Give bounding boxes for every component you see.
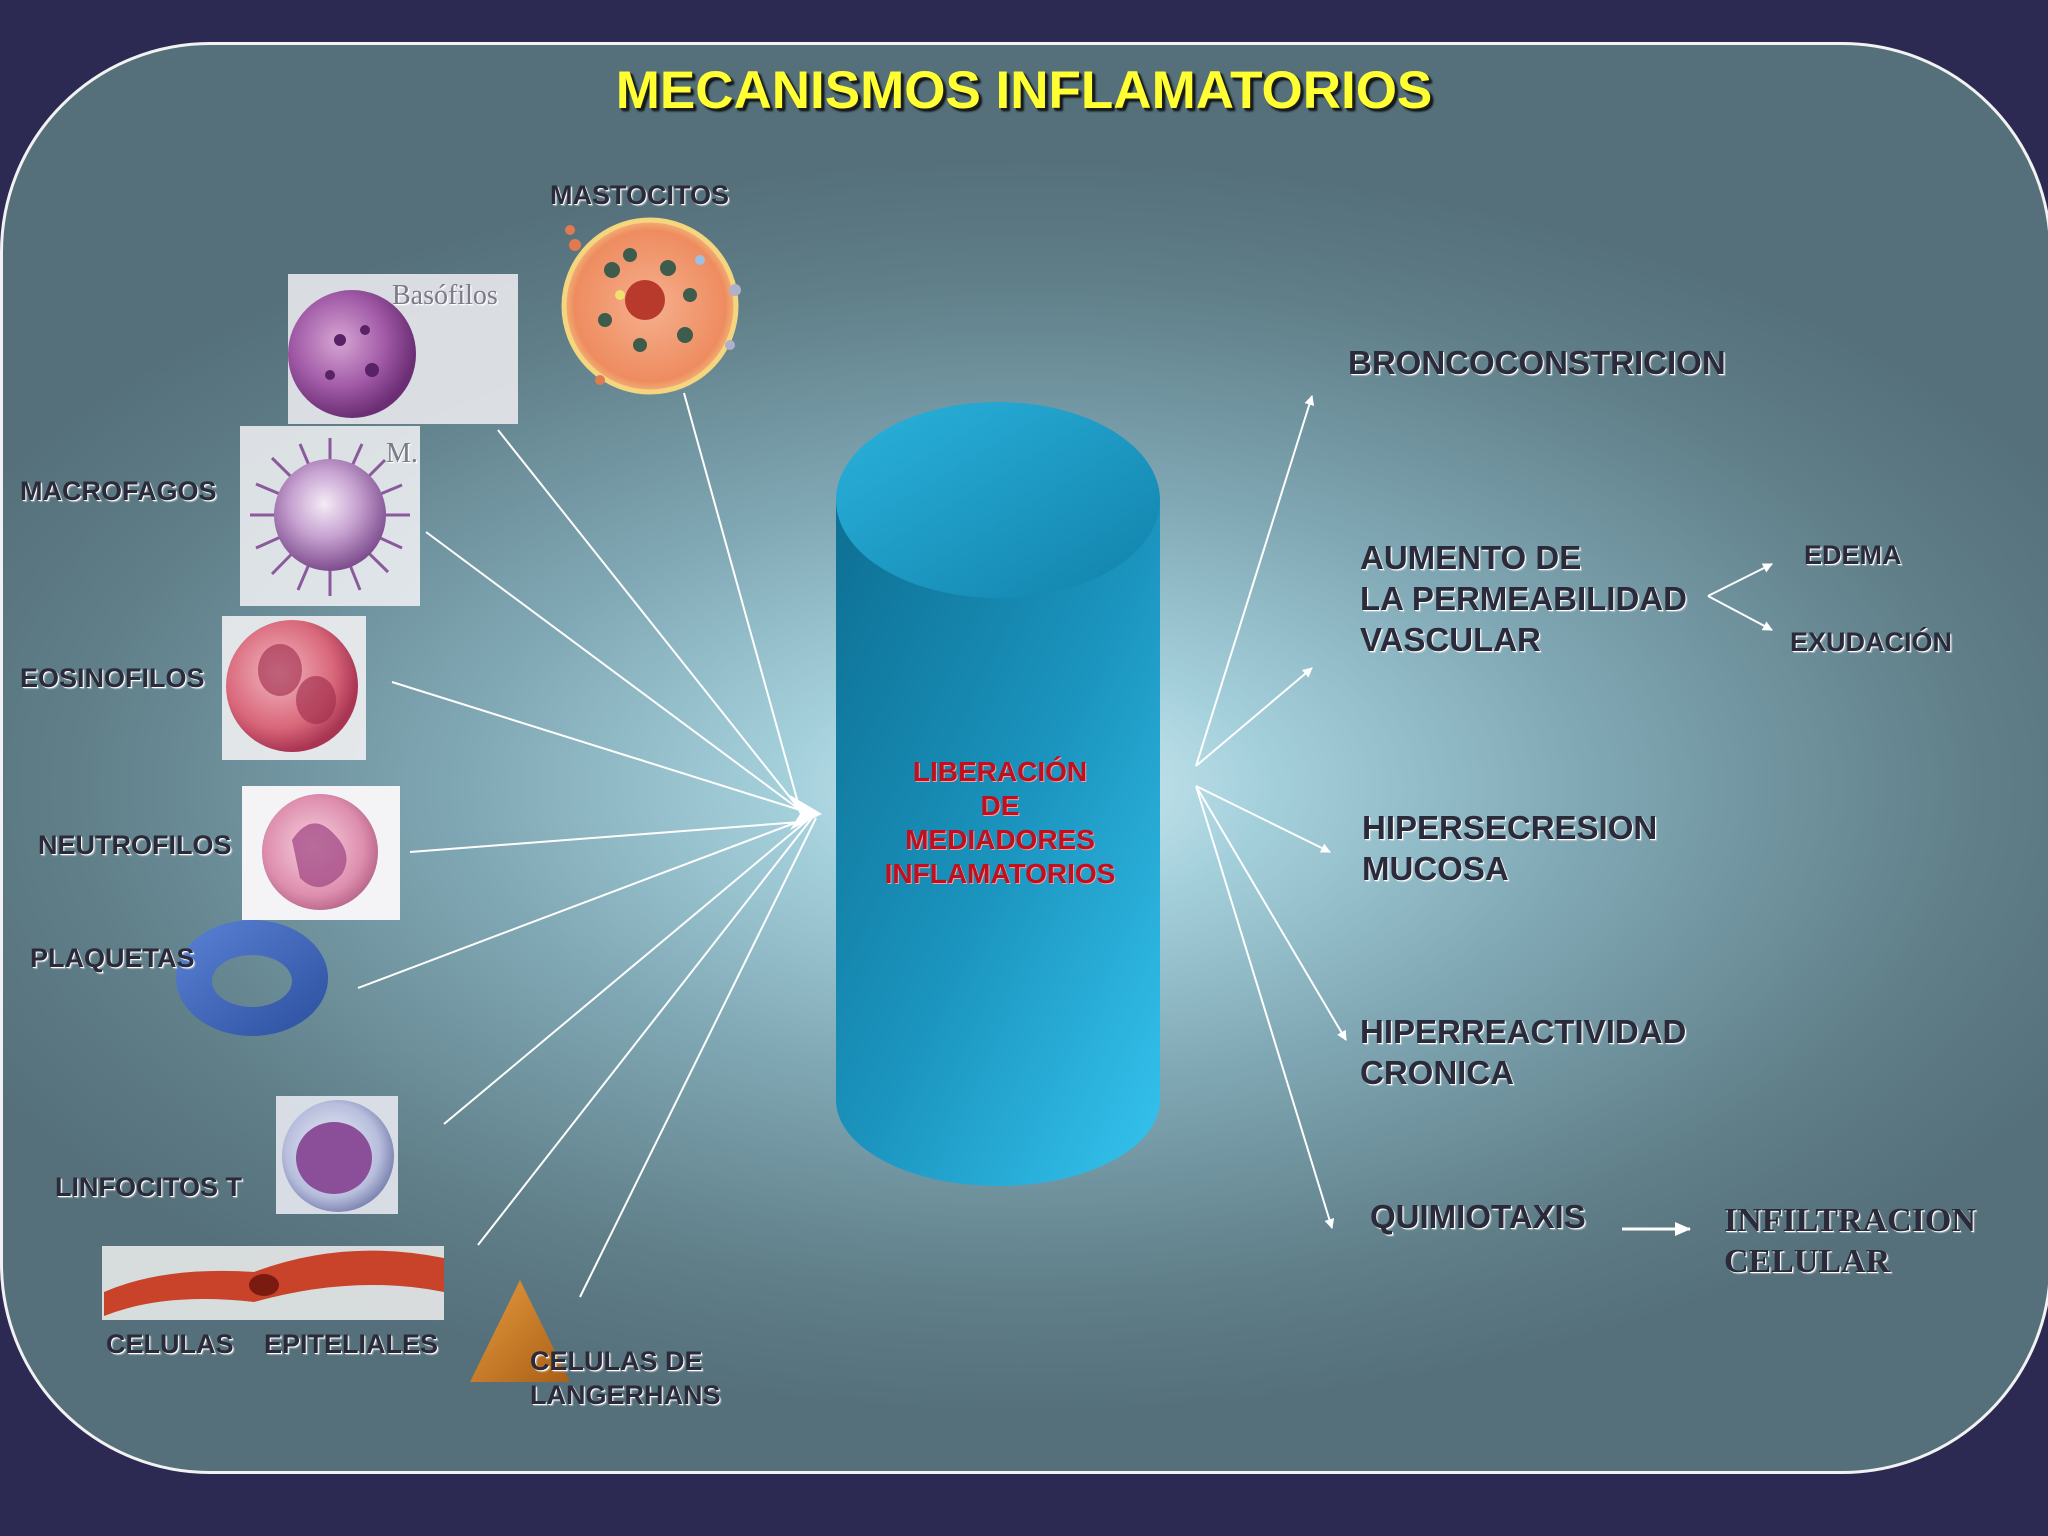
label-eosinofilos: EOSINOFILOS bbox=[20, 663, 205, 693]
label-permeabilidad-line: LA PERMEABILIDAD bbox=[1360, 580, 1687, 617]
label-plaquetas: PLAQUETAS bbox=[30, 943, 195, 973]
label-exudacion: EXUDACIÓN bbox=[1790, 627, 1953, 657]
macrofago-image bbox=[240, 426, 420, 606]
arrow-to-quimiotaxis bbox=[1195, 785, 1335, 1229]
arrow-to-bronco bbox=[1195, 395, 1315, 767]
label-hipersecrecion-line: HIPERSECRESION bbox=[1362, 809, 1658, 846]
arrow-to-exudacion bbox=[1707, 595, 1773, 631]
label-langerhans: CELULAS DE LANGERHANS bbox=[530, 1344, 721, 1412]
arrow-from-langerhans bbox=[579, 817, 817, 1298]
label-mastocitos: MASTOCITOS bbox=[550, 180, 730, 210]
basofilo-image bbox=[288, 274, 518, 424]
eosinofilo-image bbox=[222, 616, 366, 760]
label-neutrofilos: NEUTROFILOS bbox=[38, 830, 232, 860]
center-line: DE bbox=[980, 790, 1020, 821]
label-celulas: CELULAS bbox=[106, 1329, 234, 1359]
label-infiltracion-line: CELULAR bbox=[1724, 1243, 1891, 1280]
arrow-from-neutrofilos bbox=[409, 821, 801, 853]
output-arrows bbox=[1195, 395, 1773, 1236]
plaqueta-image bbox=[176, 920, 329, 1036]
arrow-to-edema bbox=[1707, 563, 1773, 597]
arrow-to-hiperreactividad bbox=[1195, 785, 1347, 1041]
arrow-from-plaquetas bbox=[357, 817, 809, 989]
arrow-to-hipersecrecion bbox=[1195, 785, 1331, 853]
label-hiperreactividad-line: HIPERREACTIVIDAD bbox=[1360, 1013, 1687, 1050]
label-basofilos-caption: Basófilos bbox=[392, 280, 498, 311]
cylinder bbox=[836, 402, 1160, 1186]
label-infiltracion: INFILTRACION CELULAR bbox=[1724, 1200, 1976, 1282]
label-infiltracion-line: INFILTRACION bbox=[1724, 1202, 1976, 1239]
label-permeabilidad-line: AUMENTO DE bbox=[1360, 539, 1582, 576]
arrow-from-basofilos bbox=[497, 429, 801, 811]
celula-epitelial-image bbox=[102, 1246, 444, 1320]
center-line: INFLAMATORIOS bbox=[884, 858, 1116, 889]
mastocito-image bbox=[561, 217, 741, 395]
label-hipersecrecion: HIPERSECRESION MUCOSA bbox=[1362, 807, 1657, 889]
arrow-from-macrofagos bbox=[425, 531, 801, 811]
center-line: LIBERACIÓN bbox=[912, 756, 1088, 787]
label-linfocitos: LINFOCITOS T bbox=[55, 1172, 242, 1202]
label-hipersecrecion-line: MUCOSA bbox=[1362, 850, 1509, 887]
cylinder-top bbox=[836, 402, 1160, 598]
cylinder-body bbox=[836, 500, 1160, 1186]
input-arrows bbox=[357, 392, 817, 1298]
center-line: MEDIADORES bbox=[905, 824, 1095, 855]
label-hiperreactividad-line: CRONICA bbox=[1360, 1054, 1514, 1091]
convergence-arrowhead bbox=[790, 795, 822, 830]
label-macrofagos: MACROFAGOS bbox=[20, 476, 217, 506]
neutrofilo-image bbox=[242, 786, 400, 920]
arrow-to-permeabilidad bbox=[1195, 667, 1313, 767]
label-hiperreactividad: HIPERREACTIVIDAD CRONICA bbox=[1360, 1011, 1686, 1093]
label-permeabilidad: AUMENTO DE LA PERMEABILIDAD VASCULAR bbox=[1360, 537, 1687, 660]
arrow-from-linfocitos bbox=[443, 817, 811, 1125]
linfocito-image bbox=[276, 1096, 398, 1214]
arrow-from-epiteliales bbox=[477, 817, 813, 1246]
label-permeabilidad-line: VASCULAR bbox=[1360, 621, 1541, 658]
slide-title: MECANISMOS INFLAMATORIOS bbox=[615, 61, 1433, 120]
arrow-from-eosinofilos bbox=[391, 681, 801, 811]
label-edema: EDEMA bbox=[1804, 540, 1902, 570]
label-langerhans-line: LANGERHANS bbox=[530, 1380, 721, 1410]
label-broncoconstricion: BRONCOCONSTRICION bbox=[1348, 344, 1726, 381]
arrow-from-mastocitos bbox=[683, 392, 801, 811]
label-langerhans-line: CELULAS DE bbox=[530, 1346, 703, 1376]
center-label: LIBERACIÓN DE MEDIADORES INFLAMATORIOS bbox=[840, 755, 1160, 891]
langerhans-triangle bbox=[470, 1280, 570, 1382]
label-quimiotaxis: QUIMIOTAXIS bbox=[1370, 1198, 1586, 1235]
label-epiteliales: EPITELIALES bbox=[264, 1329, 439, 1359]
label-macrofagos-caption: M. bbox=[386, 438, 418, 469]
